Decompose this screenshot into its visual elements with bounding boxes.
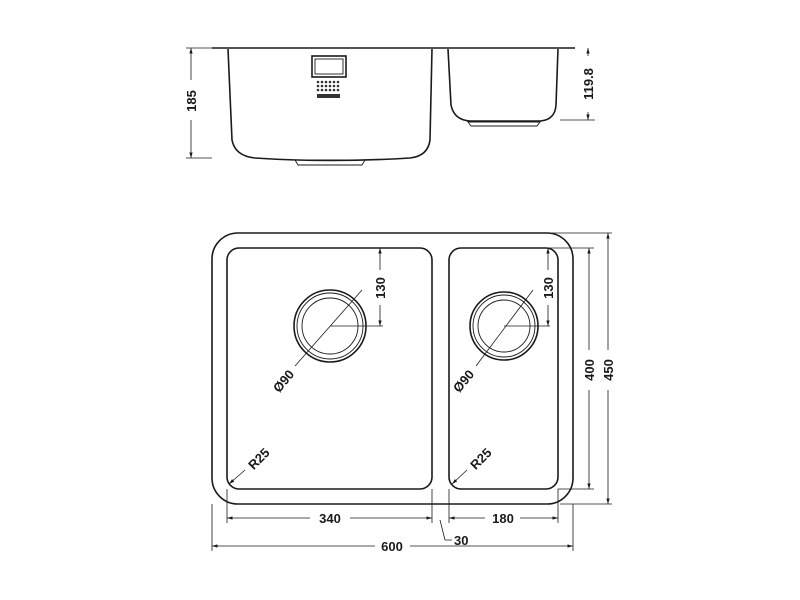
- dimension-185: 185: [184, 47, 220, 159]
- dimension-label: 119.8: [581, 68, 596, 100]
- dimension-label: 130: [541, 277, 556, 299]
- dimension-left-130: 130: [330, 248, 388, 327]
- dimension-label: 185: [184, 90, 199, 112]
- dimension-label: 130: [373, 277, 388, 299]
- side-view: 185 119.8: [184, 47, 596, 166]
- dimension-label: 600: [381, 539, 403, 554]
- dimension-label: Ø90: [270, 367, 297, 395]
- dimension-119-8: 119.8: [560, 48, 596, 121]
- plan-view: 130 130 Ø90 Ø90 R25 R25: [211, 232, 616, 554]
- dimension-30: 30: [439, 519, 468, 548]
- left-bowl: [226, 247, 433, 490]
- overflow-logo: [311, 55, 347, 98]
- left-bowl-profile: [227, 48, 433, 162]
- dimension-label: Ø90: [450, 367, 477, 395]
- dimension-right-radius: R25: [451, 445, 495, 485]
- dimension-label: 400: [582, 359, 597, 381]
- dimension-600: 600: [211, 504, 574, 554]
- dimension-left-diameter: Ø90: [270, 289, 363, 395]
- dimension-450: 450: [552, 232, 616, 505]
- dimension-label: R25: [467, 445, 494, 472]
- right-bowl: [448, 247, 559, 490]
- dimension-right-130: 130: [504, 248, 556, 327]
- dimension-label: 180: [492, 511, 514, 526]
- dimension-label: 340: [319, 511, 341, 526]
- dimension-340: 340: [226, 489, 433, 526]
- dimension-label: R25: [245, 445, 272, 472]
- dimension-400: 400: [546, 247, 597, 490]
- right-drain-profile: [467, 121, 541, 127]
- dimension-180: 180: [448, 489, 559, 526]
- sink-outline: [211, 232, 574, 505]
- right-bowl-profile: [447, 48, 559, 122]
- dimension-label: 450: [601, 359, 616, 381]
- dimension-label: 30: [454, 533, 468, 548]
- left-drain-profile: [294, 159, 366, 166]
- dimension-left-radius: R25: [228, 445, 273, 485]
